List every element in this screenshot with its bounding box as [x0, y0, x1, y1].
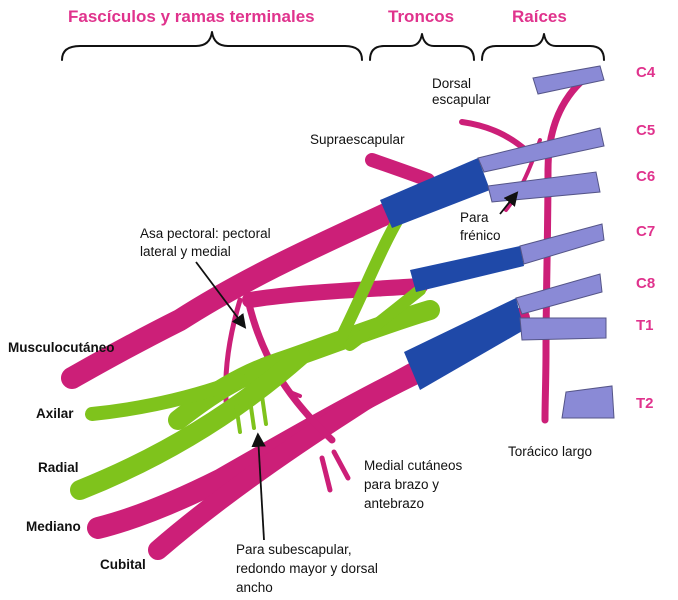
root-label-c6: C6	[636, 168, 655, 185]
trunk-inferior	[404, 298, 524, 390]
root-label-t2: T2	[636, 395, 654, 412]
root-label-t1: T1	[636, 317, 654, 334]
brace-troncos	[369, 33, 475, 61]
subescapular-twig-2	[248, 398, 256, 430]
posterior-division-middle	[344, 284, 426, 351]
label-musculocutaneo: Musculocutáneo	[8, 340, 115, 355]
root-label-c4: C4	[636, 64, 656, 81]
header-fasciculos: Fascículos y ramas terminales	[68, 7, 315, 26]
trunk-middle	[410, 246, 524, 292]
label-medial-cutaneos: Medial cutáneos para brazo y antebrazo	[364, 458, 466, 511]
radial-nerve	[70, 346, 310, 500]
posterior-cord-upper	[242, 278, 428, 308]
brace-fasciculos	[61, 31, 363, 61]
label-dorsal-escapular: Dorsal escapular	[432, 76, 491, 107]
label-mediano: Mediano	[26, 519, 81, 534]
header-raices: Raíces	[512, 7, 567, 26]
label-toracico-largo: Torácico largo	[508, 444, 592, 459]
label-radial: Radial	[38, 460, 79, 475]
root-c7-shape	[519, 223, 605, 265]
label-para-frenico: Para frénico	[460, 210, 501, 243]
pointer-subescapular	[251, 432, 266, 541]
root-label-c7: C7	[636, 223, 655, 240]
medial-cutaneous-twig-2	[331, 449, 351, 481]
label-axilar: Axilar	[36, 406, 74, 421]
lateral-cord-musculocutaneo	[61, 201, 401, 389]
root-c6-shape	[487, 171, 601, 203]
pectoral-twig-2	[288, 390, 302, 398]
root-label-c8: C8	[636, 275, 655, 292]
root-c8-shape	[515, 273, 603, 315]
root-label-c5: C5	[636, 122, 655, 139]
trunk-superior	[380, 158, 490, 228]
brace-raices	[481, 33, 605, 61]
pointer-para-frenico	[499, 191, 519, 215]
root-t1-shape	[519, 317, 607, 341]
subescapular-twig-1	[234, 402, 242, 434]
axilar-nerve	[85, 373, 247, 421]
supraescapular-nerve	[365, 153, 435, 187]
subescapular-twig-3	[260, 394, 268, 426]
label-supraescapular: Supraescapular	[310, 132, 405, 147]
label-asa-pectoral: Asa pectoral: pectoral lateral y medial	[140, 226, 274, 259]
root-t2-shape	[561, 385, 615, 419]
label-cubital: Cubital	[100, 557, 146, 572]
root-c5-shape	[477, 127, 605, 173]
header-troncos: Troncos	[388, 7, 454, 26]
medial-cutaneous-twig-1	[319, 455, 333, 493]
root-c4-shape	[532, 65, 605, 95]
posterior-division-upper	[334, 210, 406, 346]
label-subescapular: Para subescapular, redondo mayor y dorsa…	[236, 542, 382, 595]
pointer-asa-pectoral	[195, 261, 247, 329]
dorsal-escapular-nerve	[459, 119, 531, 155]
